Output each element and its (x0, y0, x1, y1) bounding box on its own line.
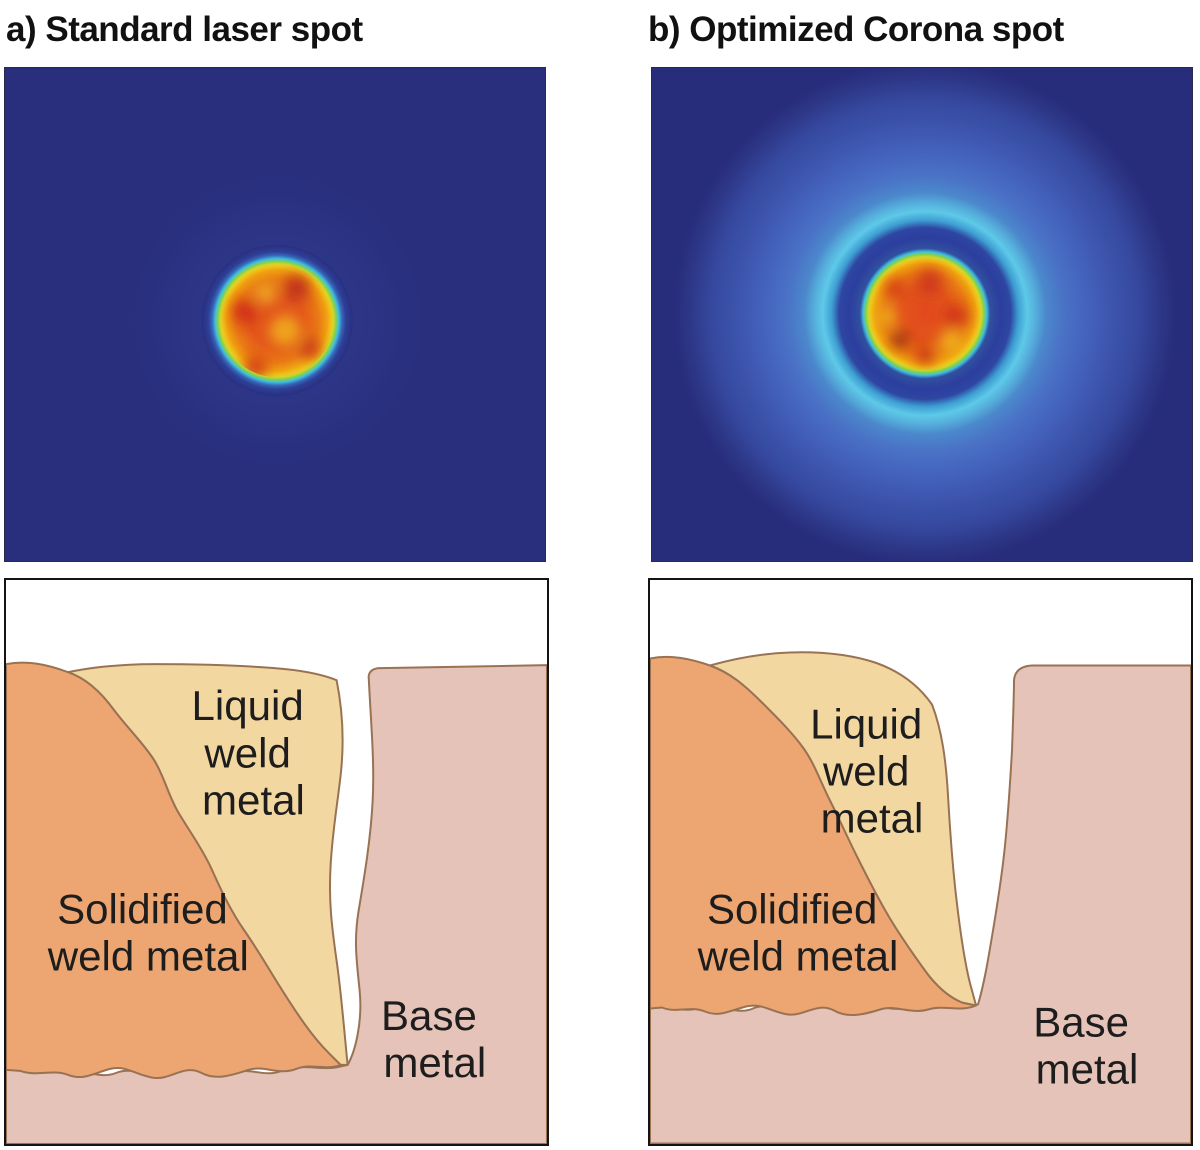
beam-b-svg (652, 68, 1192, 561)
weld-a-base-label: Base metal (381, 992, 489, 1086)
weld-b-base-label: Base metal (1033, 999, 1140, 1093)
panel-b-weld-diagram: Liquid weld metal Solidified weld metal … (648, 578, 1193, 1146)
weld-b-base-label-line2: metal (1036, 1046, 1139, 1093)
weld-a-liquid-weld-region (67, 663, 349, 1066)
weld-a-liquid-label: Liquid weld metal (191, 682, 315, 823)
weld-a-solidified-label: Solidified weld metal (47, 886, 249, 980)
weld-b-svg: Liquid weld metal Solidified weld metal … (650, 651, 1191, 1144)
weld-a-base-label-line2: metal (383, 1039, 486, 1086)
panel-b-title: b) Optimized Corona spot (648, 10, 1064, 49)
weld-b-solidified-label-line2: weld metal (697, 933, 899, 980)
weld-a-base-label-line1: Base (381, 992, 477, 1039)
weld-b-liquid-weld-region (709, 651, 977, 1007)
weld-b-liquid-label-line3: metal (821, 795, 924, 842)
weld-a-liquid-label-line3: metal (202, 776, 305, 823)
beam-b-core-spot (849, 237, 1001, 390)
weld-b-liquid-label: Liquid weld metal (810, 701, 934, 842)
weld-a-liquid-label-line2: weld (203, 729, 291, 776)
panel-a-title: a) Standard laser spot (6, 10, 363, 49)
weld-a-svg: Liquid weld metal Solidified weld metal … (6, 661, 547, 1144)
beam-b-core-mottling (878, 268, 968, 365)
weld-b-solidified-label: Solidified weld metal (697, 886, 899, 980)
weld-b-liquid-label-line2: weld (822, 748, 909, 795)
weld-b-solidified-label-line1: Solidified (707, 886, 877, 933)
panel-b-beam-image (651, 67, 1193, 562)
panel-a-beam-image (4, 67, 546, 562)
weld-a-solidified-label-line1: Solidified (57, 886, 228, 933)
panel-a-weld-diagram: Liquid weld metal Solidified weld metal … (4, 578, 549, 1146)
beam-a-svg (5, 69, 545, 560)
weld-b-base-label-line1: Base (1033, 999, 1129, 1046)
weld-a-liquid-label-line1: Liquid (191, 682, 303, 729)
weld-a-solidified-label-line2: weld metal (47, 933, 249, 980)
weld-b-liquid-label-line1: Liquid (810, 701, 922, 748)
